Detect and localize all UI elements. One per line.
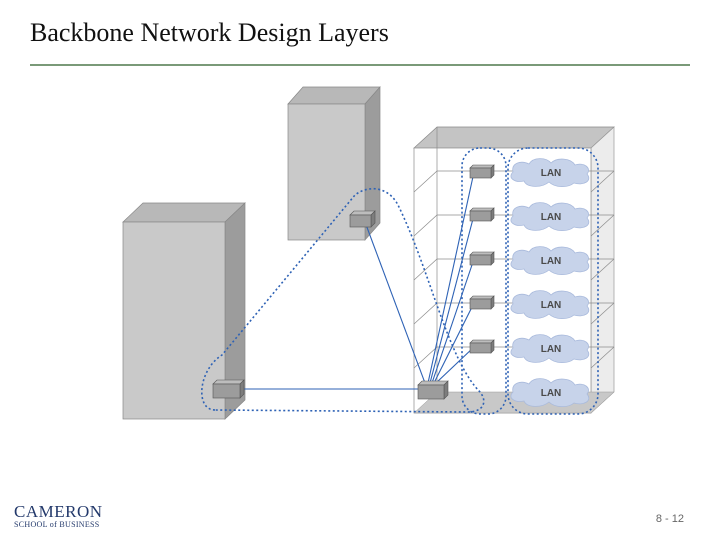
floor-switch-5	[469, 339, 495, 354]
floor-switch-3	[469, 251, 495, 266]
logo-wordmark: CAMERON	[14, 502, 103, 521]
slide-title: Backbone Network Design Layers	[30, 18, 389, 47]
switch-left-building	[212, 379, 245, 399]
switch-upper-building	[349, 210, 376, 228]
lan-label: LAN	[541, 388, 562, 399]
switch-icons	[212, 164, 495, 400]
page-number: 8 - 12	[655, 513, 684, 525]
lan-cloud-2: LAN	[510, 202, 590, 232]
logo-subtitle: SCHOOL of BUSINESS	[14, 520, 100, 529]
building-left	[122, 202, 246, 420]
distribution-layer-outline	[461, 147, 507, 415]
core-switch	[417, 380, 449, 400]
dotted-layer-outlines	[201, 147, 599, 415]
lan-label: LAN	[541, 212, 562, 223]
cameron-logo: CAMERON SCHOOL of BUSINESS	[14, 503, 103, 530]
building-right	[413, 126, 615, 414]
lan-cloud-6: LAN	[510, 378, 590, 408]
lan-clouds: LAN LAN LAN LAN LAN LAN	[510, 158, 590, 408]
floor-switch-2	[469, 207, 495, 222]
lan-label: LAN	[541, 168, 562, 179]
backbone-links	[234, 171, 475, 390]
lan-cloud-5: LAN	[510, 334, 590, 364]
title-divider	[30, 64, 690, 66]
lan-label: LAN	[541, 256, 562, 267]
lan-cloud-4: LAN	[510, 290, 590, 320]
lan-label: LAN	[541, 344, 562, 355]
lan-label: LAN	[541, 300, 562, 311]
lan-cloud-1: LAN	[510, 158, 590, 188]
access-layer-outline	[507, 147, 599, 415]
floor-switch-1	[469, 164, 495, 179]
lan-cloud-3: LAN	[510, 246, 590, 276]
floor-switch-4	[469, 295, 495, 310]
